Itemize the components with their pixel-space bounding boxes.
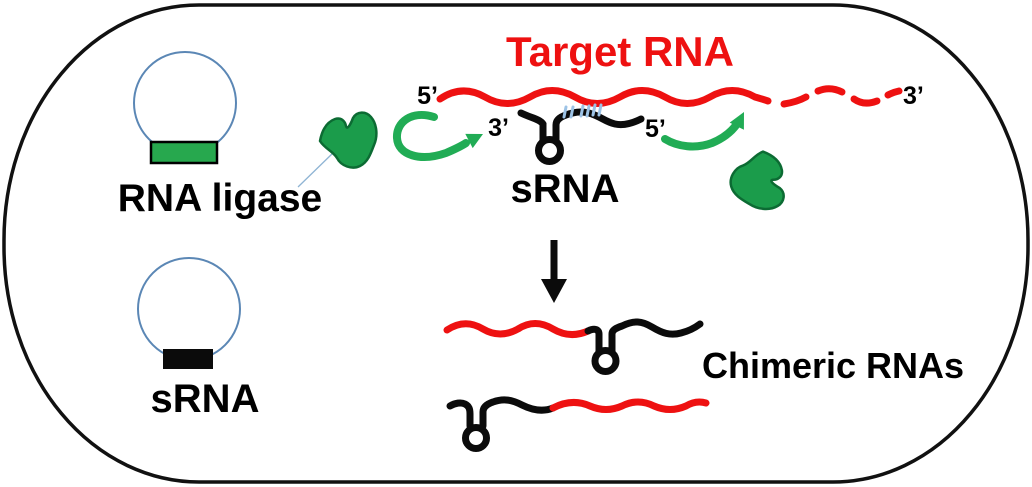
ligase-enzyme-icon — [318, 111, 378, 169]
ligation-arrow-right-shaft — [661, 120, 741, 151]
ligation-arrow-right-head — [729, 112, 744, 130]
basepair-tick — [591, 103, 597, 117]
srna-plasmid-label: sRNA — [151, 377, 260, 421]
chimeric1-black-segment — [608, 318, 704, 355]
basepair-tick — [569, 105, 575, 119]
plasmid-circle-icon — [133, 51, 237, 155]
ligation-arrow-right-icon — [661, 112, 744, 151]
srna-3prime-label: 3’ — [488, 114, 509, 142]
basepair-ticks-icon — [562, 103, 603, 119]
chimeric2-red-segment — [549, 398, 710, 413]
target-5prime-label: 5’ — [417, 82, 438, 110]
cell-outline — [2, 3, 1030, 484]
reaction-down-arrow-icon — [541, 240, 567, 303]
basepair-tick — [585, 104, 591, 118]
ligation-arrow-left-head — [465, 133, 483, 149]
target-rna-wave — [436, 87, 772, 107]
ligation-arrow-left-shaft — [393, 111, 470, 161]
chimeric-rna-1 — [443, 318, 704, 375]
ligation-arrow-left-icon — [393, 111, 483, 161]
chimeric2-black-elbow — [446, 399, 474, 430]
chimeric1-red-segment — [443, 320, 592, 338]
target-3prime-label: 3’ — [903, 82, 924, 110]
srna-loop — [535, 136, 564, 165]
srna-left-arm — [517, 109, 547, 144]
rna-ligase-plasmid: RNA ligase — [118, 51, 322, 220]
srna-5prime-label: 5’ — [645, 115, 666, 143]
target-dash-2 — [814, 85, 846, 96]
srna-stem-loop: 3’ 5’ sRNA — [488, 103, 666, 211]
label-connector-line — [297, 151, 335, 188]
rna-ligase-label: RNA ligase — [118, 177, 322, 220]
chimeric1-black-elbow — [584, 325, 603, 355]
target-dash-4 — [884, 87, 903, 99]
basepair-tick — [562, 105, 568, 119]
down-arrow-head — [541, 279, 567, 303]
chimeric-rna-2 — [446, 396, 710, 452]
target-dash-1 — [780, 93, 810, 108]
srna-plasmid: sRNA — [137, 257, 260, 421]
ligase-enzyme-icon-2 — [729, 150, 785, 211]
basepair-tick — [579, 104, 585, 118]
srna-gene-insert — [163, 349, 213, 369]
chimeric1-loop — [591, 347, 620, 375]
srna-center-label: sRNA — [511, 167, 620, 211]
chimeric-rnas-label: Chimeric RNAs — [702, 345, 964, 386]
basepair-tick — [597, 103, 603, 117]
plasmid-circle-icon-2 — [137, 257, 241, 361]
chimeric2-loop — [462, 424, 490, 452]
ligase-gene-insert — [149, 140, 219, 165]
target-dash-3 — [850, 95, 881, 107]
target-rna-title: Target RNA — [506, 28, 734, 75]
chimeric2-black-segment — [479, 396, 557, 430]
target-rna-dashed-wave — [780, 85, 903, 108]
